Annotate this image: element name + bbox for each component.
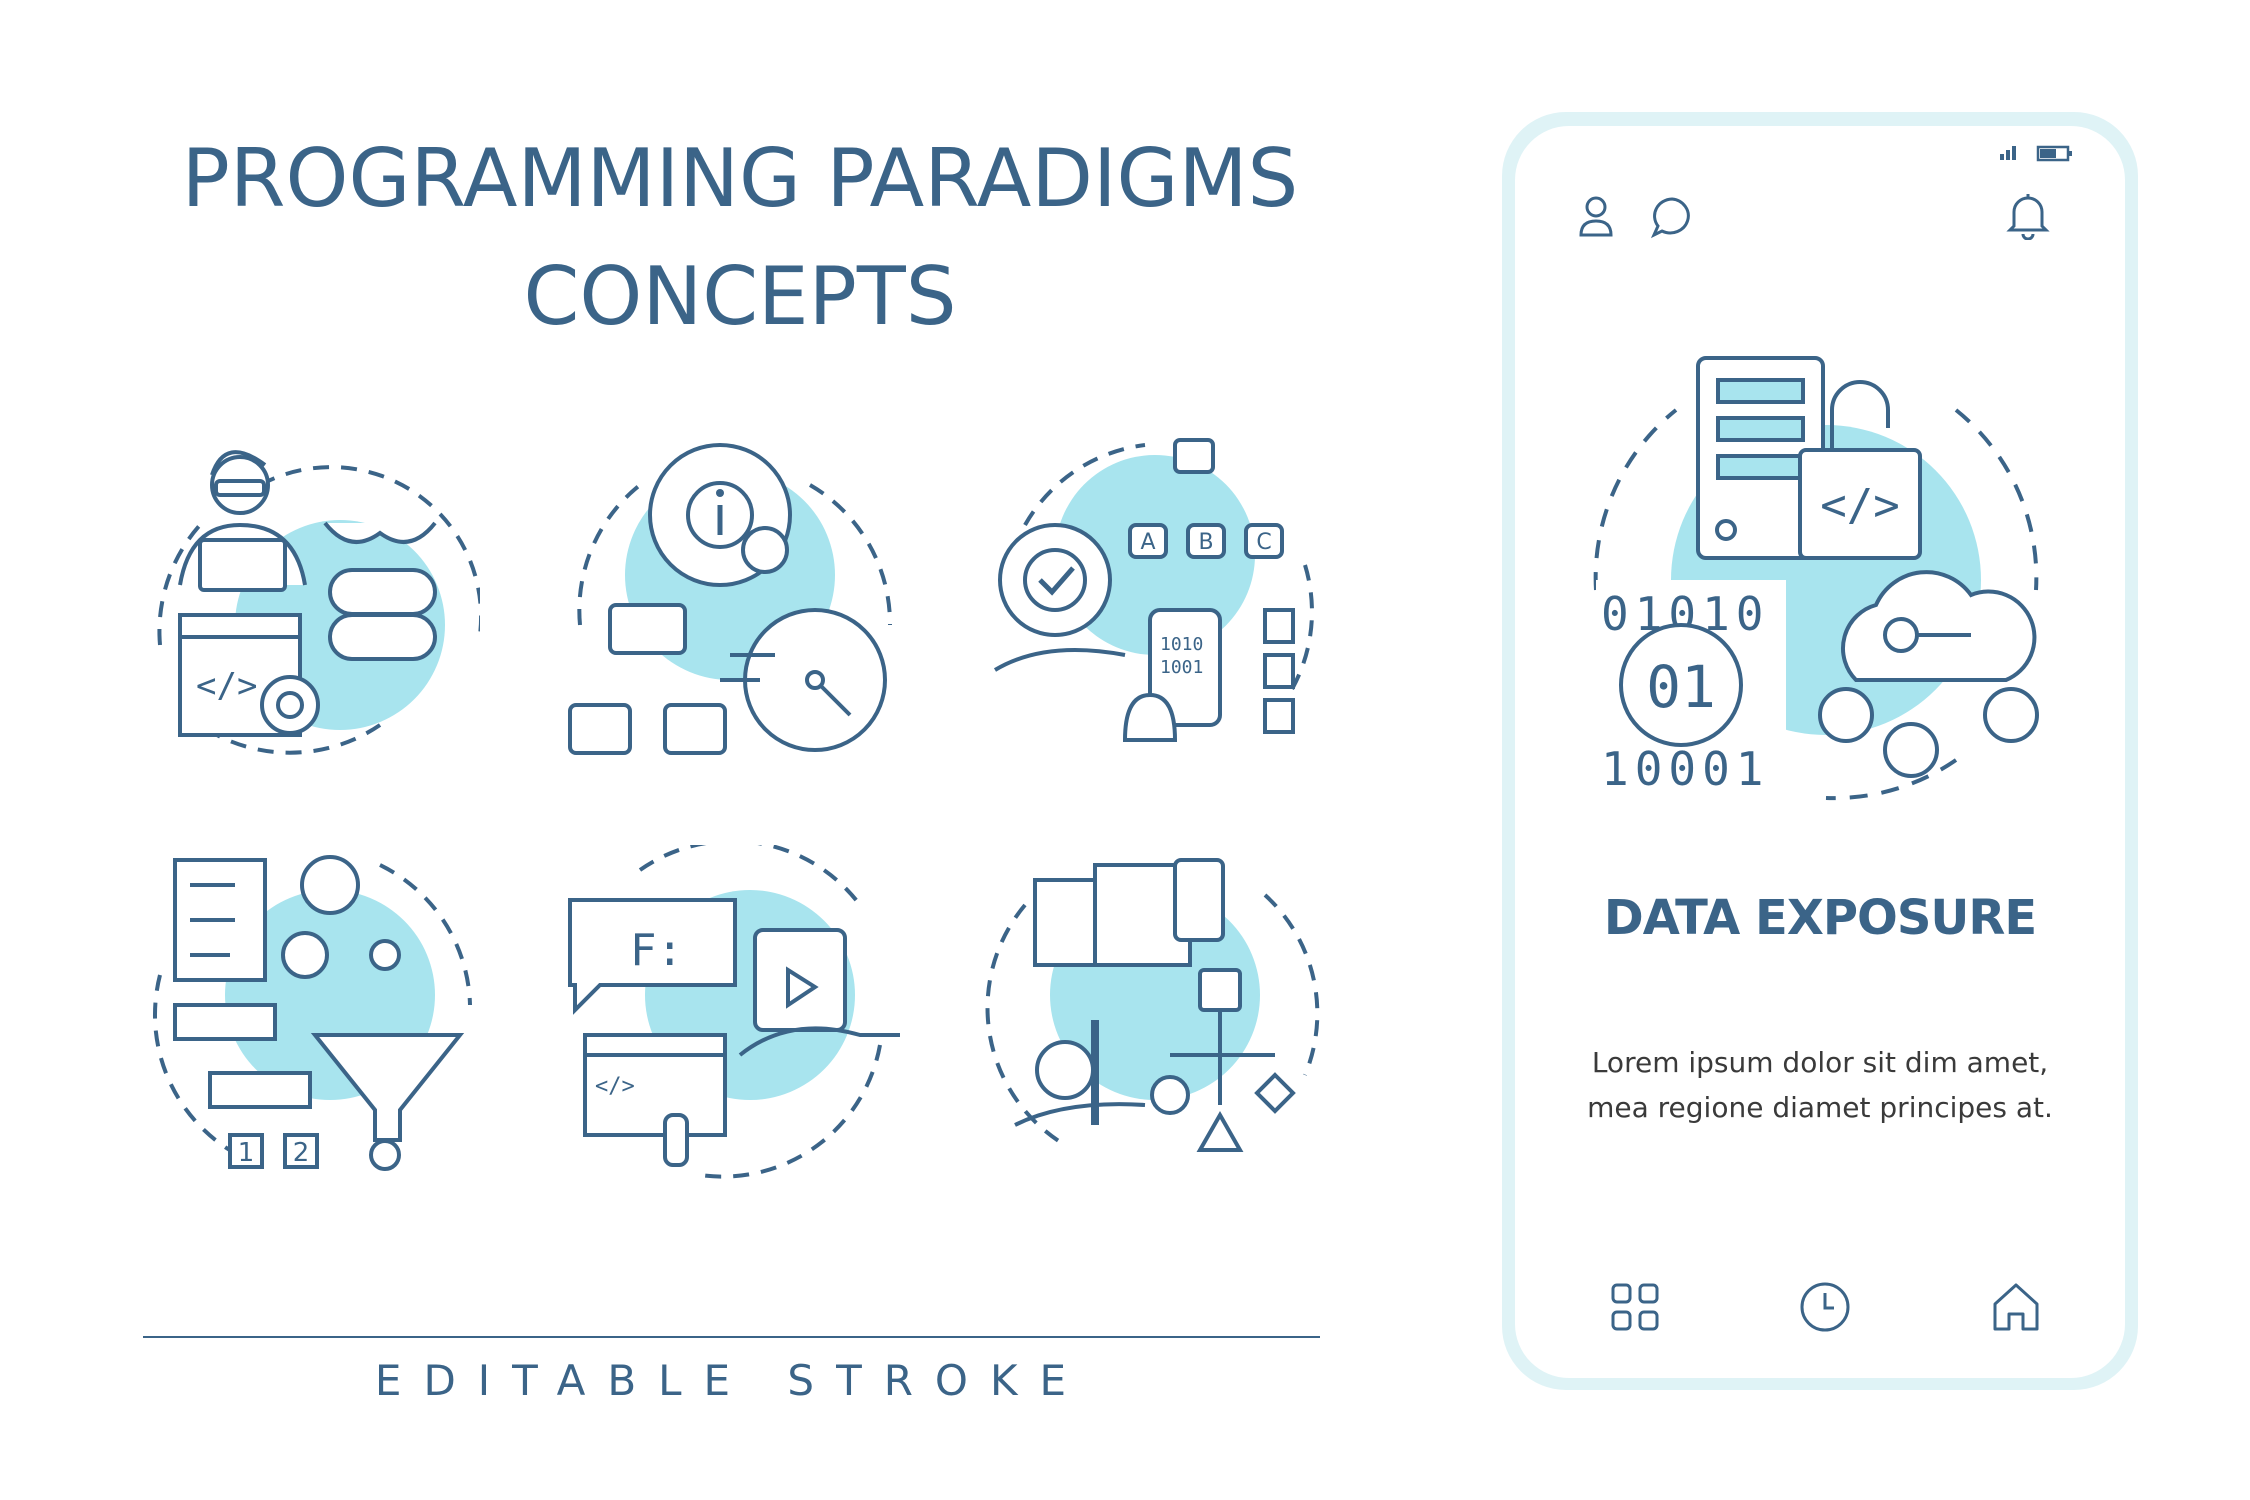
user-icon[interactable] xyxy=(1578,195,1614,239)
binary-row-1: 1010 xyxy=(1160,634,1203,655)
grid-icon[interactable] xyxy=(1610,1282,1660,1332)
flow-label-b: B xyxy=(1198,530,1213,555)
abc-flow-gear-binary-icon: A B C 1010 1001 xyxy=(993,438,1314,742)
flow-label-c: C xyxy=(1256,530,1271,555)
title-line-2: CONCEPTS xyxy=(523,250,957,343)
divider-line xyxy=(143,1336,1320,1338)
card-title: DATA EXPOSURE xyxy=(1603,890,2037,946)
signal-icon xyxy=(2000,146,2016,160)
code-glyph-2: </> xyxy=(595,1074,635,1099)
hero-code-glyph: </> xyxy=(1820,480,1899,531)
function-video-code-icon: F: </> xyxy=(568,845,900,1179)
binary-row-2: 1001 xyxy=(1160,657,1203,678)
step-number-2: 2 xyxy=(293,1138,310,1168)
code-glyph: </> xyxy=(196,666,257,706)
hero-center-bits: 01 xyxy=(1646,653,1716,721)
battery-icon xyxy=(2036,145,2072,162)
status-bar xyxy=(2000,145,2072,162)
step-number-1: 1 xyxy=(238,1138,255,1168)
bell-icon[interactable] xyxy=(2006,190,2050,240)
chat-icon[interactable] xyxy=(1650,195,1694,239)
info-cycle-stopwatch-icon xyxy=(568,443,893,755)
flow-label-a: A xyxy=(1140,530,1155,555)
page-title: PROGRAMMING PARADIGMS CONCEPTS xyxy=(120,120,1360,356)
icon-grid: </> A B C xyxy=(152,438,1320,1179)
programmer-books-certificate-icon: </> xyxy=(157,450,480,755)
hero-binary-row-2: 10001 xyxy=(1601,742,1769,796)
clock-icon[interactable] xyxy=(1798,1280,1852,1334)
data-exposure-icon: </> 01010 10001 01 xyxy=(1593,356,2039,801)
devices-wrench-shapes-icon xyxy=(985,858,1320,1152)
editable-stroke-label: EDITABLE STROKE xyxy=(374,1356,1089,1405)
card-body-text: Lorem ipsum dolor sit dim amet, mea regi… xyxy=(1587,1046,2053,1124)
title-line-1: PROGRAMMING PARADIGMS xyxy=(181,132,1299,225)
function-label: F: xyxy=(630,925,683,976)
checklist-gear-funnel-icon: 1 2 xyxy=(152,855,472,1171)
home-icon[interactable] xyxy=(1990,1280,2042,1334)
